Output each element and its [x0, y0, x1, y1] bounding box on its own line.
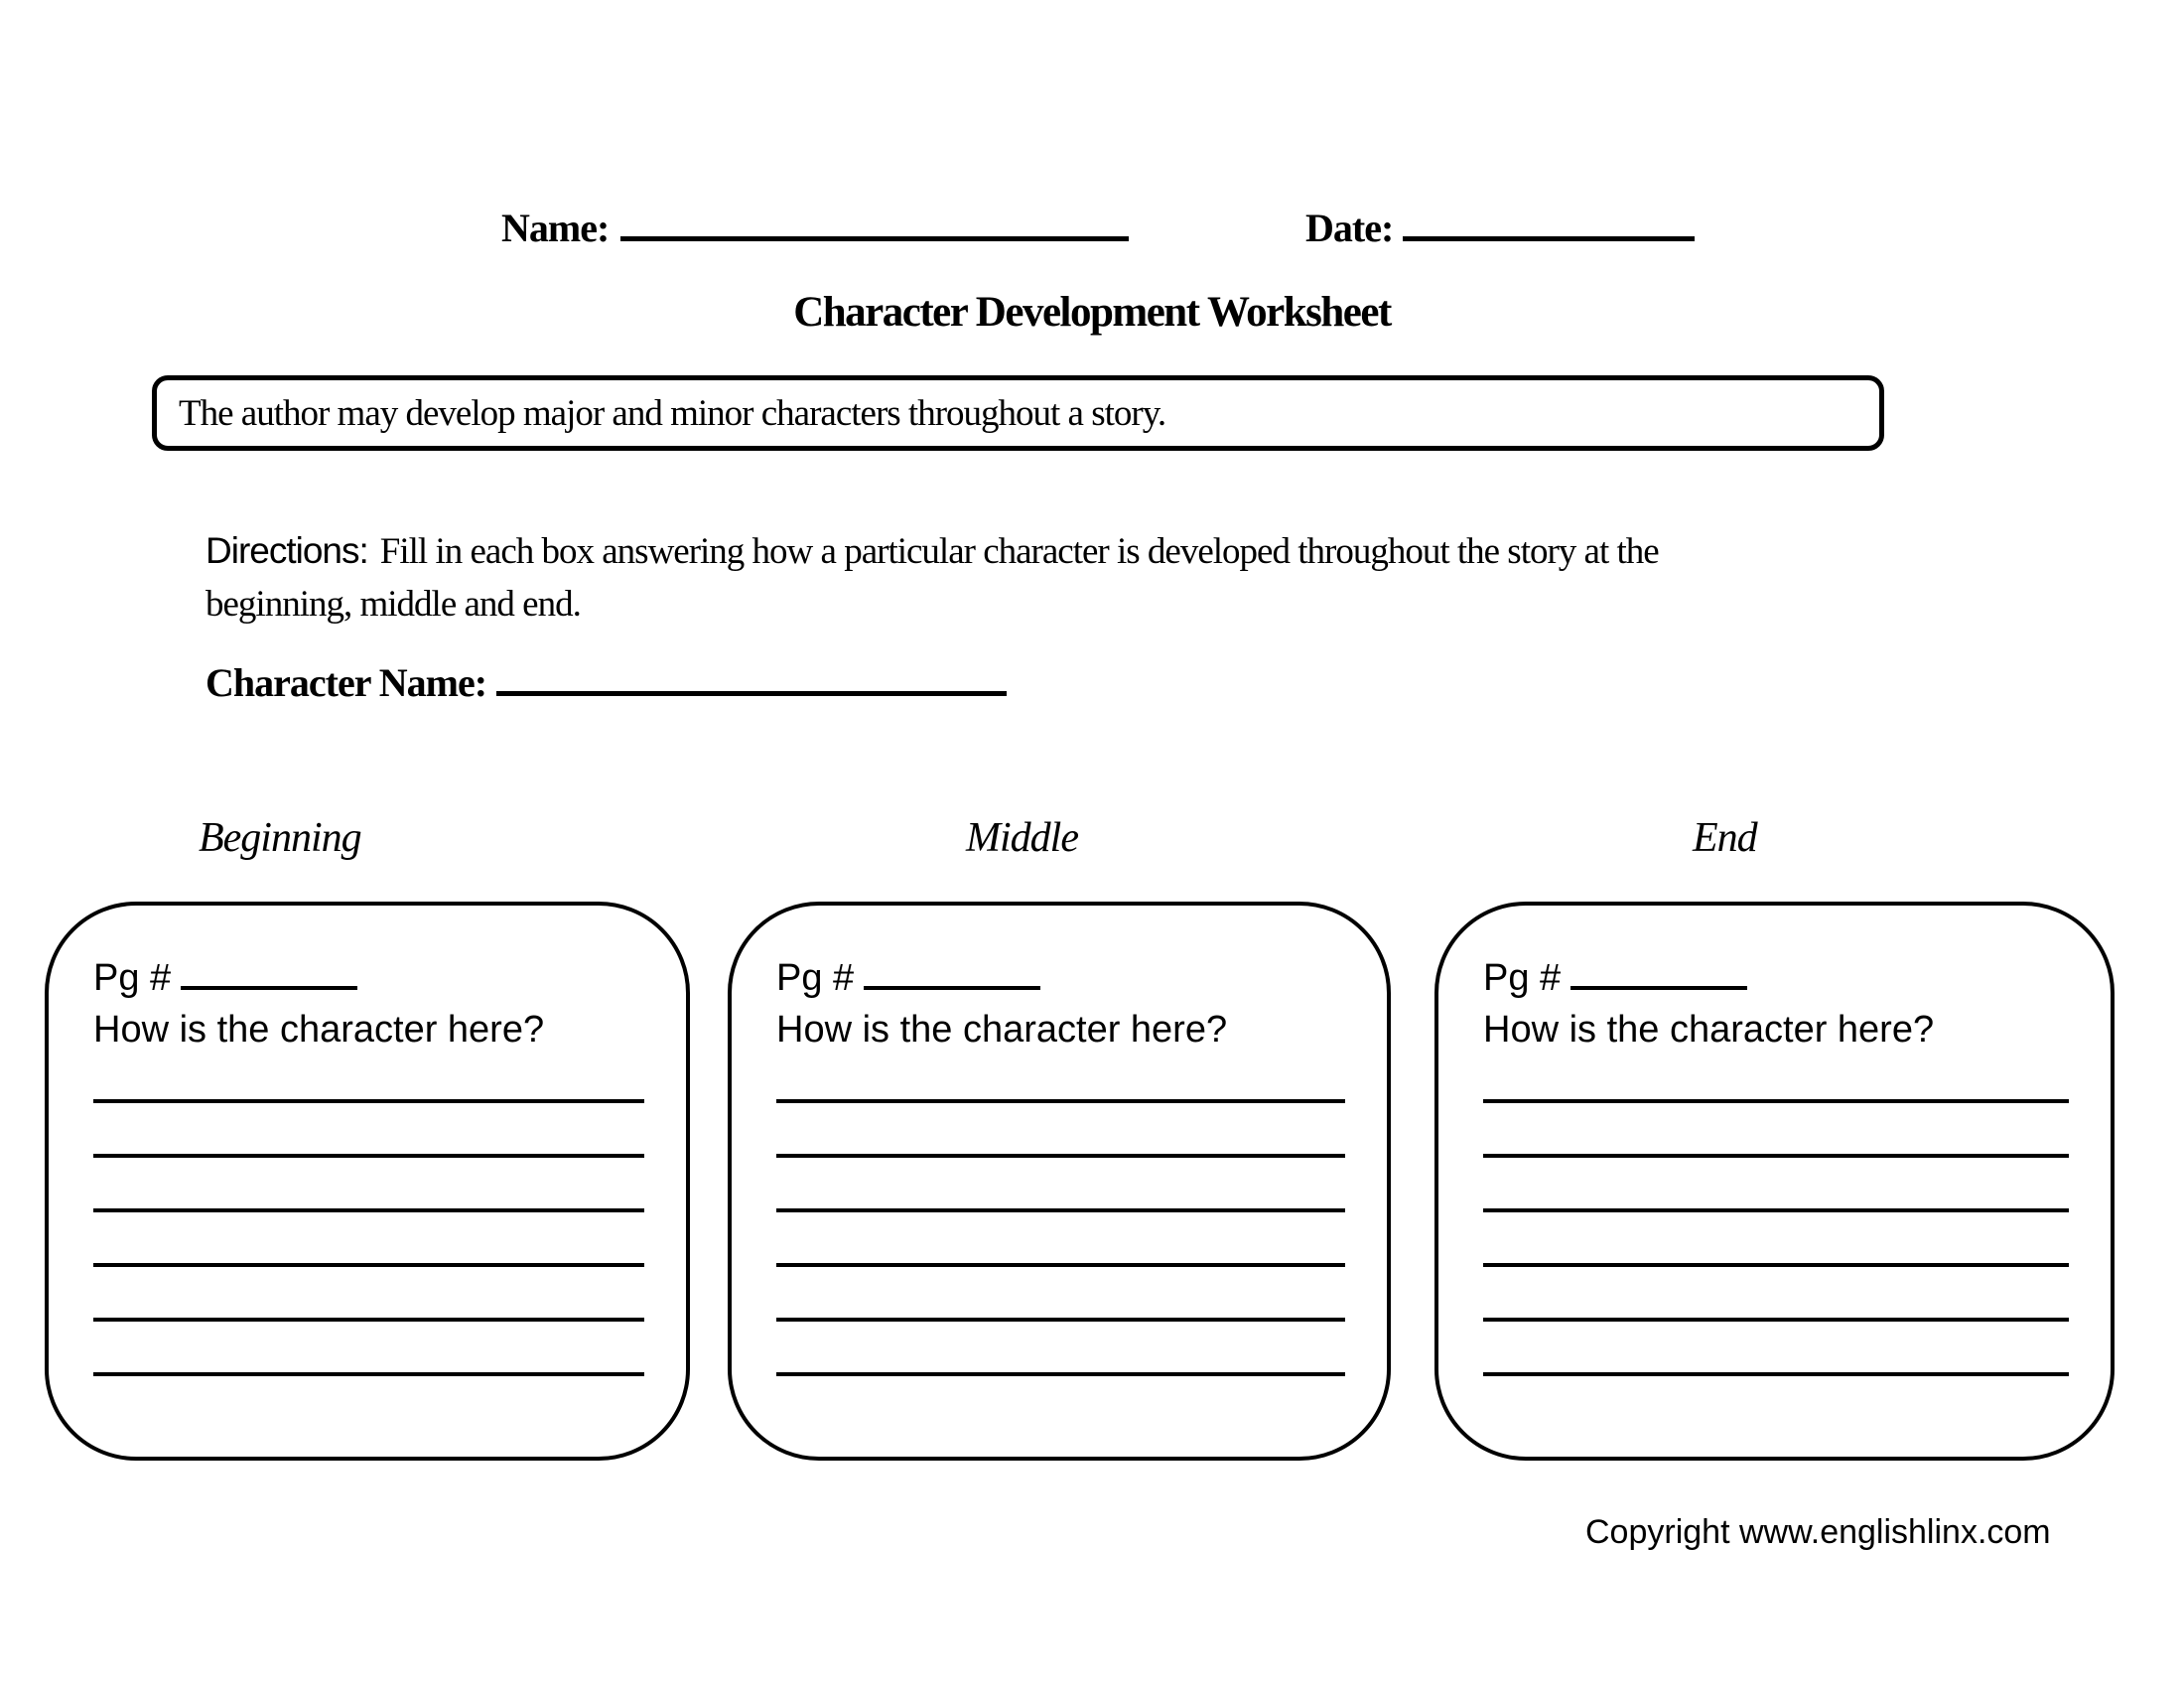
answer-lines: [93, 1099, 644, 1376]
ruled-line: [93, 1263, 644, 1267]
date-field-row: Date:: [1305, 205, 1696, 251]
pg-number-label: Pg #: [1483, 957, 1562, 999]
date-label: Date:: [1305, 206, 1394, 250]
ruled-line: [776, 1318, 1345, 1322]
ruled-line: [1483, 1318, 2069, 1322]
character-question: How is the character here?: [776, 1009, 1228, 1051]
pg-number-write-line: [1570, 985, 1748, 990]
character-name-row: Character Name:: [205, 659, 1008, 706]
character-name-write-line: [496, 690, 1008, 696]
character-box-beginning: Pg # How is the character here?: [45, 902, 690, 1461]
answer-lines: [1483, 1099, 2069, 1376]
ruled-line: [1483, 1099, 2069, 1103]
pg-number-row: Pg #: [1483, 955, 2069, 1001]
character-question: How is the character here?: [1483, 1009, 1935, 1051]
directions-line-2: beginning, middle and end.: [205, 584, 582, 625]
name-field-row: Name:: [501, 205, 1130, 251]
ruled-line: [93, 1099, 644, 1103]
answer-lines: [776, 1099, 1345, 1376]
pg-number-label: Pg #: [776, 957, 855, 999]
ruled-line: [776, 1154, 1345, 1158]
ruled-line: [93, 1318, 644, 1322]
pg-number-row: Pg #: [93, 955, 644, 1001]
ruled-line: [93, 1208, 644, 1212]
directions-text-1: Fill in each box answering how a particu…: [379, 531, 1660, 572]
character-name-label: Character Name:: [205, 660, 487, 705]
character-question: How is the character here?: [93, 1009, 545, 1051]
character-box-end: Pg # How is the character here?: [1434, 902, 2115, 1461]
date-write-line: [1403, 235, 1696, 241]
pg-number-write-line: [181, 985, 358, 990]
ruled-line: [93, 1372, 644, 1376]
pg-number-row: Pg #: [776, 955, 1345, 1001]
ruled-line: [1483, 1263, 2069, 1267]
column-header-beginning: Beginning: [199, 815, 362, 861]
ruled-line: [1483, 1372, 2069, 1376]
ruled-line: [776, 1372, 1345, 1376]
name-label: Name:: [501, 206, 610, 250]
ruled-line: [776, 1099, 1345, 1103]
ruled-line: [1483, 1208, 2069, 1212]
pg-number-label: Pg #: [93, 957, 172, 999]
ruled-line: [1483, 1154, 2069, 1158]
character-box-middle: Pg # How is the character here?: [728, 902, 1391, 1461]
ruled-line: [93, 1154, 644, 1158]
ruled-line: [776, 1208, 1345, 1212]
pg-number-write-line: [864, 985, 1041, 990]
copyright-text: Copyright www.englishlinx.com: [1585, 1513, 2051, 1551]
statement-box: The author may develop major and minor c…: [152, 375, 1884, 451]
ruled-line: [776, 1263, 1345, 1267]
directions-label: Directions:: [205, 530, 369, 571]
directions-line-1: Directions:Fill in each box answering ho…: [205, 524, 1660, 578]
page-title: Character Development Worksheet: [793, 289, 1392, 336]
directions: Directions:Fill in each box answering ho…: [205, 524, 1660, 631]
column-header-end: End: [1693, 815, 1758, 861]
column-header-middle: Middle: [966, 815, 1079, 861]
name-write-line: [620, 235, 1130, 241]
statement-text: The author may develop major and minor c…: [179, 392, 1166, 434]
